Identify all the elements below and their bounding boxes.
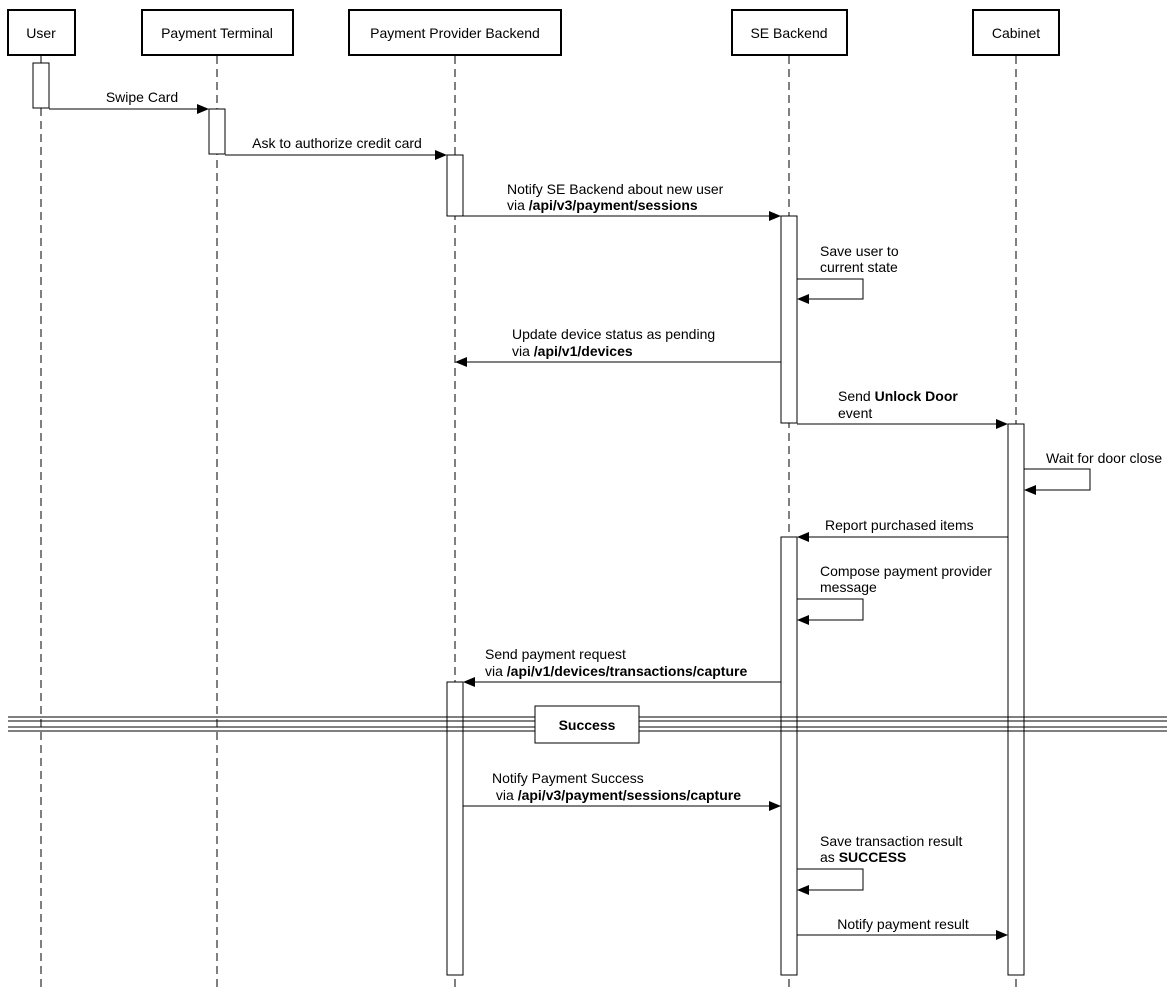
participant-se-backend: SE Backend — [731, 9, 848, 56]
message-payment-request-line1: Send payment request — [485, 646, 626, 662]
activation-cabinet — [1007, 423, 1025, 976]
participant-payment-terminal: Payment Terminal — [141, 9, 294, 56]
participant-cabinet: Cabinet — [972, 9, 1060, 56]
self-message-compose-line1: Compose payment provider — [820, 563, 992, 579]
self-message-save-result: Save transaction result as SUCCESS — [797, 833, 963, 895]
self-message-wait-door-label: Wait for door close — [1046, 450, 1162, 466]
activation-user — [32, 62, 50, 109]
self-message-save-user-line1: Save user to — [820, 243, 899, 259]
self-message-save-result-line1: Save transaction result — [820, 833, 963, 849]
participant-payment-provider-backend-label: Payment Provider Backend — [370, 25, 540, 41]
message-authorize: Ask to authorize credit card — [225, 135, 447, 160]
success-divider: Success — [8, 705, 1167, 744]
self-message-save-result-line2: as SUCCESS — [820, 849, 906, 865]
self-message-compose-line2: message — [820, 579, 877, 595]
participant-user-label: User — [26, 25, 56, 41]
message-notify-success-line2: via /api/v3/payment/sessions/capture — [492, 787, 741, 803]
message-update-device-status-line2: via /api/v1/devices — [512, 343, 633, 359]
message-authorize-label: Ask to authorize credit card — [252, 135, 422, 151]
participant-payment-provider-backend: Payment Provider Backend — [348, 9, 562, 56]
activation-provider-2 — [446, 681, 464, 976]
activation-payment-terminal — [208, 108, 226, 155]
message-notify-result: Notify payment result — [797, 916, 1008, 940]
participant-cabinet-label: Cabinet — [992, 25, 1040, 41]
message-notify-success-line1: Notify Payment Success — [492, 770, 644, 786]
activation-se-backend-2 — [780, 536, 798, 976]
message-notify-result-label: Notify payment result — [837, 916, 969, 932]
message-notify-new-user-line1: Notify SE Backend about new user — [507, 181, 724, 197]
message-swipe-card-label: Swipe Card — [106, 89, 178, 105]
success-divider-label: Success — [559, 717, 616, 733]
message-notify-new-user-line2: via /api/v3/payment/sessions — [507, 197, 698, 213]
self-message-wait-door: Wait for door close — [1024, 450, 1162, 495]
message-swipe-card: Swipe Card — [49, 89, 209, 114]
message-payment-request-line2: via /api/v1/devices/transactions/capture — [485, 663, 747, 679]
message-unlock-door-line2: event — [838, 405, 872, 421]
message-update-device-status-line1: Update device status as pending — [512, 326, 715, 342]
message-report-items: Report purchased items — [797, 517, 1008, 542]
self-message-save-user-line2: current state — [820, 259, 898, 275]
message-notify-new-user: Notify SE Backend about new user via /ap… — [463, 181, 781, 221]
message-unlock-door-line1: Send Unlock Door — [838, 388, 958, 404]
message-report-items-label: Report purchased items — [825, 517, 974, 533]
self-message-compose: Compose payment provider message — [797, 563, 992, 625]
message-payment-request: Send payment request via /api/v1/devices… — [463, 646, 781, 687]
message-notify-success: Notify Payment Success via /api/v3/payme… — [463, 770, 781, 811]
participant-se-backend-label: SE Backend — [750, 25, 827, 41]
participant-user: User — [7, 9, 76, 56]
participant-payment-terminal-label: Payment Terminal — [161, 25, 273, 41]
message-unlock-door: Send Unlock Door event — [797, 388, 1008, 429]
self-message-save-user: Save user to current state — [797, 243, 899, 304]
activation-provider-1 — [446, 154, 464, 217]
message-update-device-status: Update device status as pending via /api… — [455, 326, 781, 367]
activation-se-backend-1 — [780, 215, 798, 424]
